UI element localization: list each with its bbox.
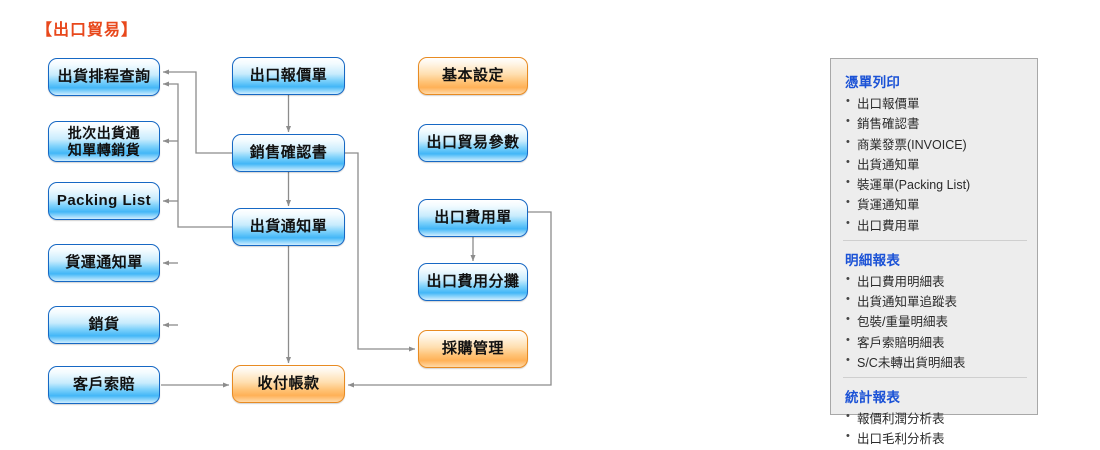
node-export-expense-allocation[interactable]: 出口費用分攤 bbox=[418, 263, 528, 301]
node-purchase-management[interactable]: 採購管理 bbox=[418, 330, 528, 368]
list-item[interactable]: 出口費用單 bbox=[843, 214, 1027, 236]
node-freight-notice[interactable]: 貨運通知單 bbox=[48, 244, 160, 282]
node-export-trade-params[interactable]: 出口貿易參數 bbox=[418, 124, 528, 162]
panel-heading-statistic-reports: 統計報表 bbox=[845, 390, 901, 405]
node-shipping-schedule-query[interactable]: 出貨排程查詢 bbox=[48, 58, 160, 96]
node-receipts-payments[interactable]: 收付帳款 bbox=[232, 365, 345, 403]
list-item[interactable]: 報價利潤分析表 bbox=[843, 408, 1027, 429]
edge-shipping-notice-to-shipping-schedule bbox=[162, 81, 232, 228]
report-list-panel: 憑單列印 出口報價單 銷售確認書 商業發票(INVOICE) 出貨通知單 裝運單… bbox=[830, 58, 1038, 446]
node-batch-shipping-to-sales[interactable]: 批次出貨通 知單轉銷貨 bbox=[48, 121, 160, 162]
edge-sales-confirmation-to-purchase bbox=[345, 152, 416, 352]
panel-heading-voucher-print: 憑單列印 bbox=[845, 75, 901, 90]
list-item[interactable]: 客戶索賠明細表 bbox=[843, 331, 1027, 353]
panel-list-detail-reports: 出口費用明細表 出貨通知單追蹤表 包裝/重量明細表 客戶索賠明細表 S/C未轉出… bbox=[843, 271, 1027, 373]
list-item[interactable]: 出貨通知單追蹤表 bbox=[843, 291, 1027, 312]
node-shipping-notice[interactable]: 出貨通知單 bbox=[232, 208, 345, 246]
list-item[interactable]: 銷售確認書 bbox=[843, 113, 1027, 134]
node-packing-list[interactable]: Packing List bbox=[48, 182, 160, 220]
connector-layer bbox=[161, 69, 552, 388]
panel-section-detail-reports: 明細報表 出口費用明細表 出貨通知單追蹤表 包裝/重量明細表 客戶索賠明細表 S… bbox=[843, 239, 1027, 373]
edge-sales-confirmation-to-shipping-schedule bbox=[162, 69, 232, 154]
list-item[interactable]: S/C未轉出貨明細表 bbox=[843, 352, 1027, 373]
node-basic-settings[interactable]: 基本設定 bbox=[418, 57, 528, 95]
node-sales-confirmation[interactable]: 銷售確認書 bbox=[232, 134, 345, 172]
panel-section-voucher-print: 憑單列印 出口報價單 銷售確認書 商業發票(INVOICE) 出貨通知單 裝運單… bbox=[843, 71, 1027, 236]
list-item[interactable]: 出貨通知單 bbox=[843, 154, 1027, 175]
list-item[interactable]: 商業發票(INVOICE) bbox=[843, 133, 1027, 155]
list-item[interactable]: 裝運單(Packing List) bbox=[843, 174, 1027, 195]
list-item[interactable]: 包裝/重量明細表 bbox=[843, 311, 1027, 332]
panel-list-voucher-print: 出口報價單 銷售確認書 商業發票(INVOICE) 出貨通知單 裝運單(Pack… bbox=[843, 93, 1027, 236]
list-item[interactable]: 貨運通知單 bbox=[843, 194, 1027, 215]
node-export-expense-bill[interactable]: 出口費用單 bbox=[418, 199, 528, 237]
node-customer-claim[interactable]: 客戶索賠 bbox=[48, 366, 160, 404]
node-sales[interactable]: 銷貨 bbox=[48, 306, 160, 344]
edge-expense-to-receipts bbox=[347, 211, 552, 388]
list-item[interactable]: 出口報價單 bbox=[843, 93, 1027, 114]
node-export-quotation[interactable]: 出口報價單 bbox=[232, 57, 345, 95]
diagram-canvas: 【出口貿易】 bbox=[0, 0, 1100, 436]
list-item[interactable]: 出口費用明細表 bbox=[843, 271, 1027, 292]
panel-heading-detail-reports: 明細報表 bbox=[845, 252, 901, 268]
page-title: 【出口貿易】 bbox=[36, 22, 139, 39]
